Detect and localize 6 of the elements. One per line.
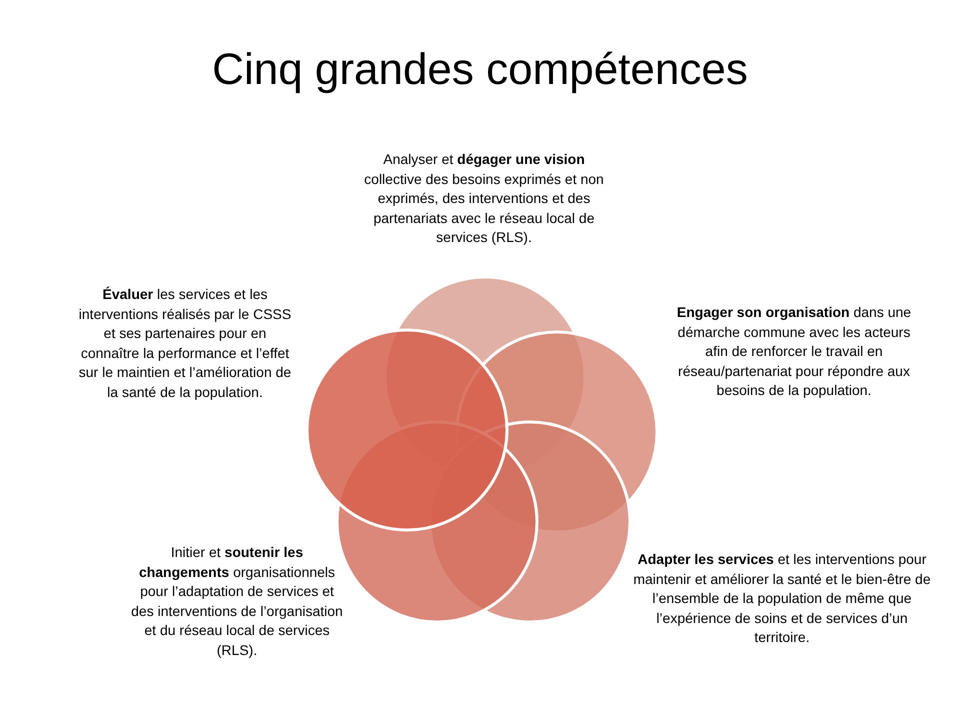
competence-description: Analyser et dégager une vision collective des besoins exprimés et non exprimés, des interventions et des partenariats avec le réseau local de services (RLS). xyxy=(363,150,605,247)
competence-description: Adapter les services et les interventions pour maintenir et améliorer la santé et le bien-être de l’ensemble de la population de même que l’expérience de soins et de services d’un territoire. xyxy=(632,550,932,647)
competence-description: Engager son organisation dans une démarche commune avec les acteurs afin de renforcer le travail en réseau/partenariat pour répondre aux besoins de la population. xyxy=(676,303,912,400)
competence-description: Évaluer les services et les interventions réalisés par le CSSS et ses partenaires pour en connaître la performance et l’effet sur le maintien et l’amélioration de la santé de la population. xyxy=(78,285,292,402)
title: Cinq grandes compétences xyxy=(211,44,749,96)
competence-description: Initier et soutenir les changements organisationnels pour l’adaptation de services et des interventions de l’organisation et du réseau local de services (RLS). xyxy=(130,543,344,660)
